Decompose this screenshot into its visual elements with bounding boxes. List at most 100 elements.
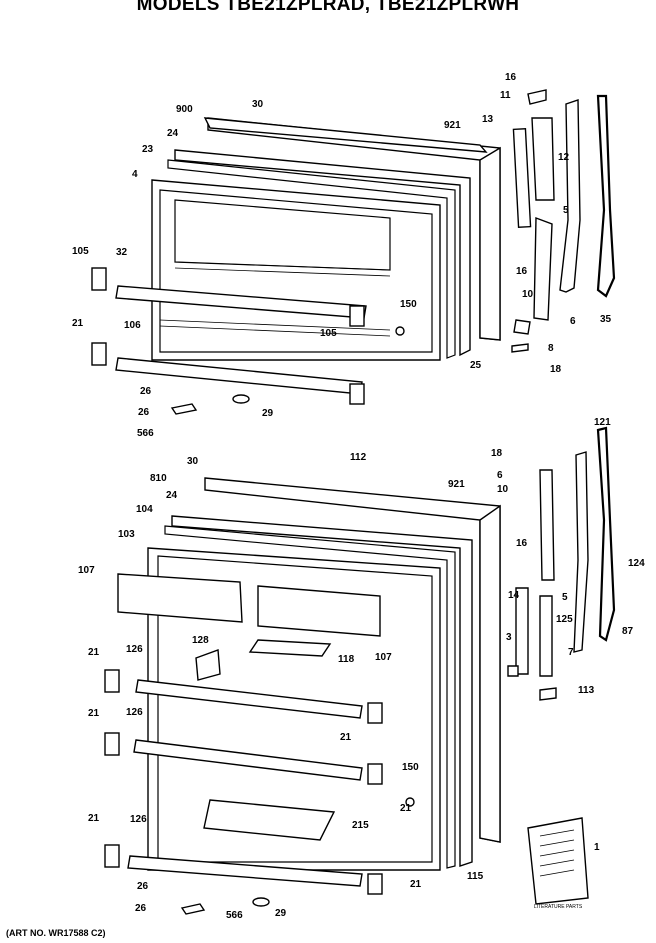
- bottom-callout-7: 121: [594, 417, 611, 428]
- top-callout-10: 5: [563, 205, 569, 216]
- bottom-callout-37: 26: [135, 903, 147, 914]
- shelf-end-21-3: [104, 844, 120, 868]
- bottom-callout-0: 30: [187, 456, 199, 467]
- bottom-callout-34: 1: [594, 842, 600, 853]
- part-29-bottom: [252, 897, 270, 907]
- part-10: [513, 319, 531, 335]
- bottom-callout-6: 10: [497, 484, 509, 495]
- butter-tray: [248, 639, 332, 657]
- top-callout-26: 566: [137, 428, 154, 439]
- top-callout-18: 106: [124, 320, 141, 331]
- bottom-callout-33: 215: [352, 820, 369, 831]
- top-callout-1: 11: [500, 90, 511, 101]
- part-5: [533, 216, 553, 321]
- top-callout-3: 30: [252, 99, 264, 110]
- bottom-callout-36: 26: [137, 881, 149, 892]
- shelf-end-21-top: [91, 342, 107, 366]
- bottom-callout-17: 107: [375, 652, 392, 663]
- bottom-callout-13: 5: [562, 592, 568, 603]
- part-8: [511, 343, 529, 353]
- part-6: [559, 99, 581, 293]
- shelf-end-21-1: [104, 669, 120, 693]
- part-26-top: [170, 403, 198, 415]
- bottom-callout-18: 87: [622, 626, 634, 637]
- top-callout-13: 16: [516, 266, 528, 277]
- top-callout-0: 16: [505, 72, 517, 83]
- bottom-callout-24: 126: [126, 644, 143, 655]
- fresh-food-shelf-bar-3: [127, 855, 363, 887]
- top-callout-9: 12: [558, 152, 570, 163]
- fresh-food-door-assembly: [104, 477, 501, 915]
- part-150-bottom: [405, 797, 415, 807]
- part-150-top: [395, 326, 405, 336]
- bottom-callout-1: 112: [350, 452, 367, 463]
- door-bin-215: [203, 799, 336, 841]
- top-callout-16: 105: [320, 328, 337, 339]
- part-128: [195, 649, 221, 681]
- part-3: [507, 665, 519, 677]
- bottom-callout-19: 14: [508, 590, 520, 601]
- literature-caption: LITERATURE PARTS: [534, 904, 583, 910]
- shelf-end-21-2: [104, 732, 120, 756]
- part-35: [596, 94, 616, 298]
- bottom-callout-40: 21: [410, 879, 422, 890]
- bottom-callout-14: 124: [628, 558, 645, 569]
- bottom-callout-32: 126: [130, 814, 147, 825]
- top-callout-2: 900: [176, 104, 193, 115]
- fresh-food-shelf-bar-2: [133, 739, 363, 781]
- bottom-callout-10: 103: [118, 529, 135, 540]
- bottom-callout-31: 21: [88, 813, 100, 824]
- bottom-callout-29: 150: [402, 762, 419, 773]
- top-callout-12: 32: [116, 247, 128, 258]
- top-callout-22: 25: [470, 360, 482, 371]
- part-13: [512, 128, 532, 228]
- literature-parts: [527, 817, 589, 905]
- bottom-callout-12: 107: [78, 565, 95, 576]
- part-5b: [539, 469, 555, 581]
- dairy-door-left: [117, 573, 243, 623]
- part-11: [527, 89, 547, 105]
- fresh-food-hinge-parts: [507, 426, 616, 701]
- top-callout-5: 13: [482, 114, 494, 125]
- bottom-callout-9: 104: [136, 504, 153, 515]
- shelf-end-105b: [349, 305, 365, 327]
- top-callout-21: 35: [600, 314, 612, 325]
- bottom-callout-15: 128: [192, 635, 209, 646]
- bottom-callout-39: 29: [275, 908, 287, 919]
- freezer-shelf-bar-lower: [115, 357, 363, 395]
- bottom-callout-8: 24: [166, 490, 178, 501]
- bottom-callout-38: 566: [226, 910, 243, 921]
- part-121: [596, 426, 616, 642]
- bottom-callout-20: 3: [506, 632, 512, 643]
- bottom-callout-2: 18: [491, 448, 503, 459]
- fresh-food-shelf-bar-1: [135, 679, 363, 719]
- bottom-callout-5: 6: [497, 470, 503, 481]
- shelf-end-21b-2: [367, 763, 383, 785]
- freezer-top-cap: [203, 117, 488, 153]
- top-callout-14: 10: [522, 289, 534, 300]
- bottom-callout-16: 118: [338, 654, 355, 665]
- art-number: (ART NO. WR17588 C2): [6, 928, 106, 938]
- bottom-callout-27: 126: [126, 707, 143, 718]
- shelf-end-105: [91, 267, 107, 291]
- bottom-callout-25: 113: [578, 685, 595, 696]
- top-callout-24: 26: [140, 386, 152, 397]
- dairy-door-right: [257, 585, 381, 637]
- fresh-food-gasket: [171, 515, 473, 867]
- top-callout-6: 24: [167, 128, 179, 139]
- bottom-callout-4: 921: [448, 479, 465, 490]
- top-callout-19: 8: [548, 343, 554, 354]
- part-26-bottom: [180, 903, 206, 915]
- part-29-top: [232, 394, 250, 404]
- top-callout-11: 105: [72, 246, 89, 257]
- page-title: MODELS TBE21ZPLRAD, TBE21ZPLRWH: [136, 0, 520, 15]
- bottom-callout-3: 810: [150, 473, 167, 484]
- part-125: [539, 595, 553, 677]
- top-callout-27: 29: [262, 408, 274, 419]
- part-113: [539, 687, 557, 701]
- bottom-callout-28: 21: [340, 732, 352, 743]
- freezer-door-assembly: [91, 117, 501, 415]
